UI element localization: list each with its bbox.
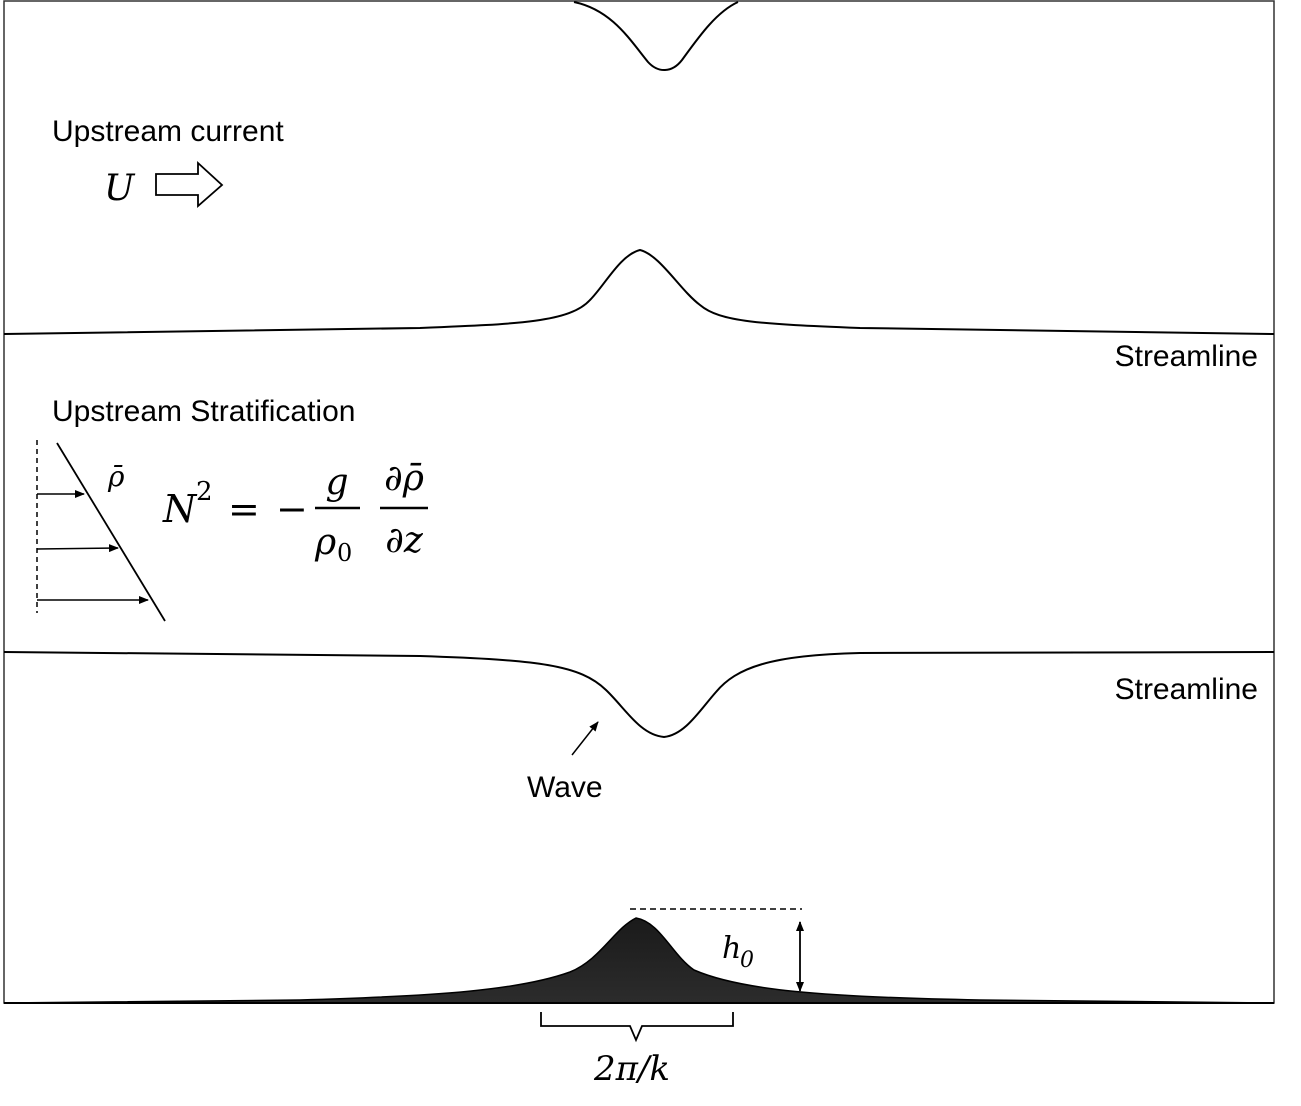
lower-streamline-label: Streamline xyxy=(1115,673,1258,706)
topography-hill xyxy=(3,917,1275,1004)
width-brace xyxy=(540,1012,734,1043)
density-profile-line xyxy=(56,442,166,622)
frac2-denominator: ∂z xyxy=(385,520,424,561)
frac2-numerator: ∂ρ̄ xyxy=(384,458,424,499)
frac1-denominator-sub: 0 xyxy=(337,539,352,567)
upper-streamline-label: Streamline xyxy=(1115,340,1258,373)
height-subscript: 0 xyxy=(740,948,754,973)
buoyancy-frequency-equation: N 2 = − g ρ 0 ∂ρ̄ ∂z xyxy=(162,458,428,567)
current-symbol: U xyxy=(104,168,136,209)
upstream-stratification-label: Upstream Stratification xyxy=(52,395,355,428)
wave-label: Wave xyxy=(527,771,603,804)
equals-sign: = xyxy=(228,487,260,531)
lower-streamline xyxy=(3,651,1275,739)
frac1-numerator: g xyxy=(325,462,348,503)
n2-lhs: N xyxy=(162,487,198,531)
height-symbol: h xyxy=(722,931,741,966)
density-arrow-2 xyxy=(36,544,119,553)
minus-sign: − xyxy=(276,487,308,531)
top-boundary-dip xyxy=(573,1,739,71)
wave-pointer-arrow xyxy=(571,721,599,756)
frac1-denominator: ρ xyxy=(314,522,336,563)
width-label: 2π/k xyxy=(593,1049,670,1089)
upstream-current-label: Upstream current xyxy=(52,115,284,148)
rho-bar-label: ρ̄ xyxy=(107,460,125,493)
n2-exponent: 2 xyxy=(196,477,213,507)
current-arrow-icon xyxy=(155,160,224,208)
upper-streamline xyxy=(3,248,1275,335)
